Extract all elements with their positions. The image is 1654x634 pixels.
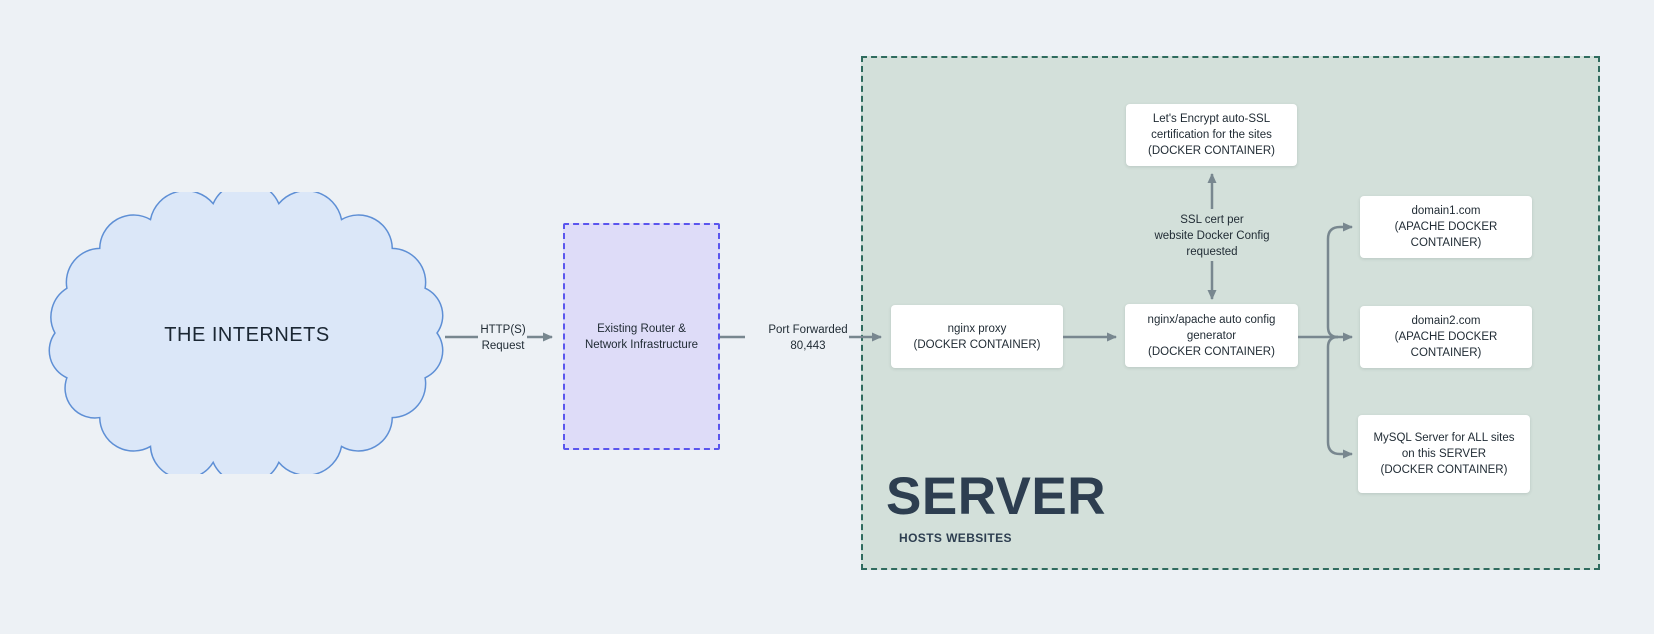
server-subtitle: HOSTS WEBSITES — [899, 531, 1012, 545]
router-node: Existing Router & Network Infrastructure — [563, 223, 720, 450]
lets-encrypt-node: Let's Encrypt auto-SSL certification for… — [1126, 104, 1297, 166]
ssl-cert-edge-label: SSL cert per website Docker Config reque… — [1154, 214, 1270, 258]
config-generator-label: nginx/apache auto config generator (DOCK… — [1147, 313, 1276, 358]
mysql-node: MySQL Server for ALL sites on this SERVE… — [1358, 415, 1530, 493]
domain2-label: domain2.com (APACHE DOCKER CONTAINER) — [1394, 315, 1498, 359]
port-forwarded-edge-label: Port Forwarded 80,443 — [768, 324, 848, 352]
http-request-edge-label: HTTP(S) Request — [480, 324, 526, 352]
cloud-shape — [48, 192, 444, 474]
mysql-label: MySQL Server for ALL sites on this SERVE… — [1373, 432, 1515, 476]
domain1-node: domain1.com (APACHE DOCKER CONTAINER) — [1360, 196, 1532, 258]
nginx-proxy-label: nginx proxy (DOCKER CONTAINER) — [913, 322, 1041, 351]
domain2-node: domain2.com (APACHE DOCKER CONTAINER) — [1360, 306, 1532, 368]
lets-encrypt-label: Let's Encrypt auto-SSL certification for… — [1148, 113, 1275, 157]
router-label: Existing Router & Network Infrastructure — [584, 322, 699, 351]
internet-cloud — [48, 192, 444, 474]
cloud-label: THE INTERNETS — [164, 324, 330, 346]
server-title: SERVER — [886, 467, 1106, 526]
domain1-label: domain1.com (APACHE DOCKER CONTAINER) — [1394, 205, 1498, 249]
config-generator-node: nginx/apache auto config generator (DOCK… — [1125, 304, 1298, 367]
nginx-proxy-node: nginx proxy (DOCKER CONTAINER) — [891, 305, 1063, 368]
